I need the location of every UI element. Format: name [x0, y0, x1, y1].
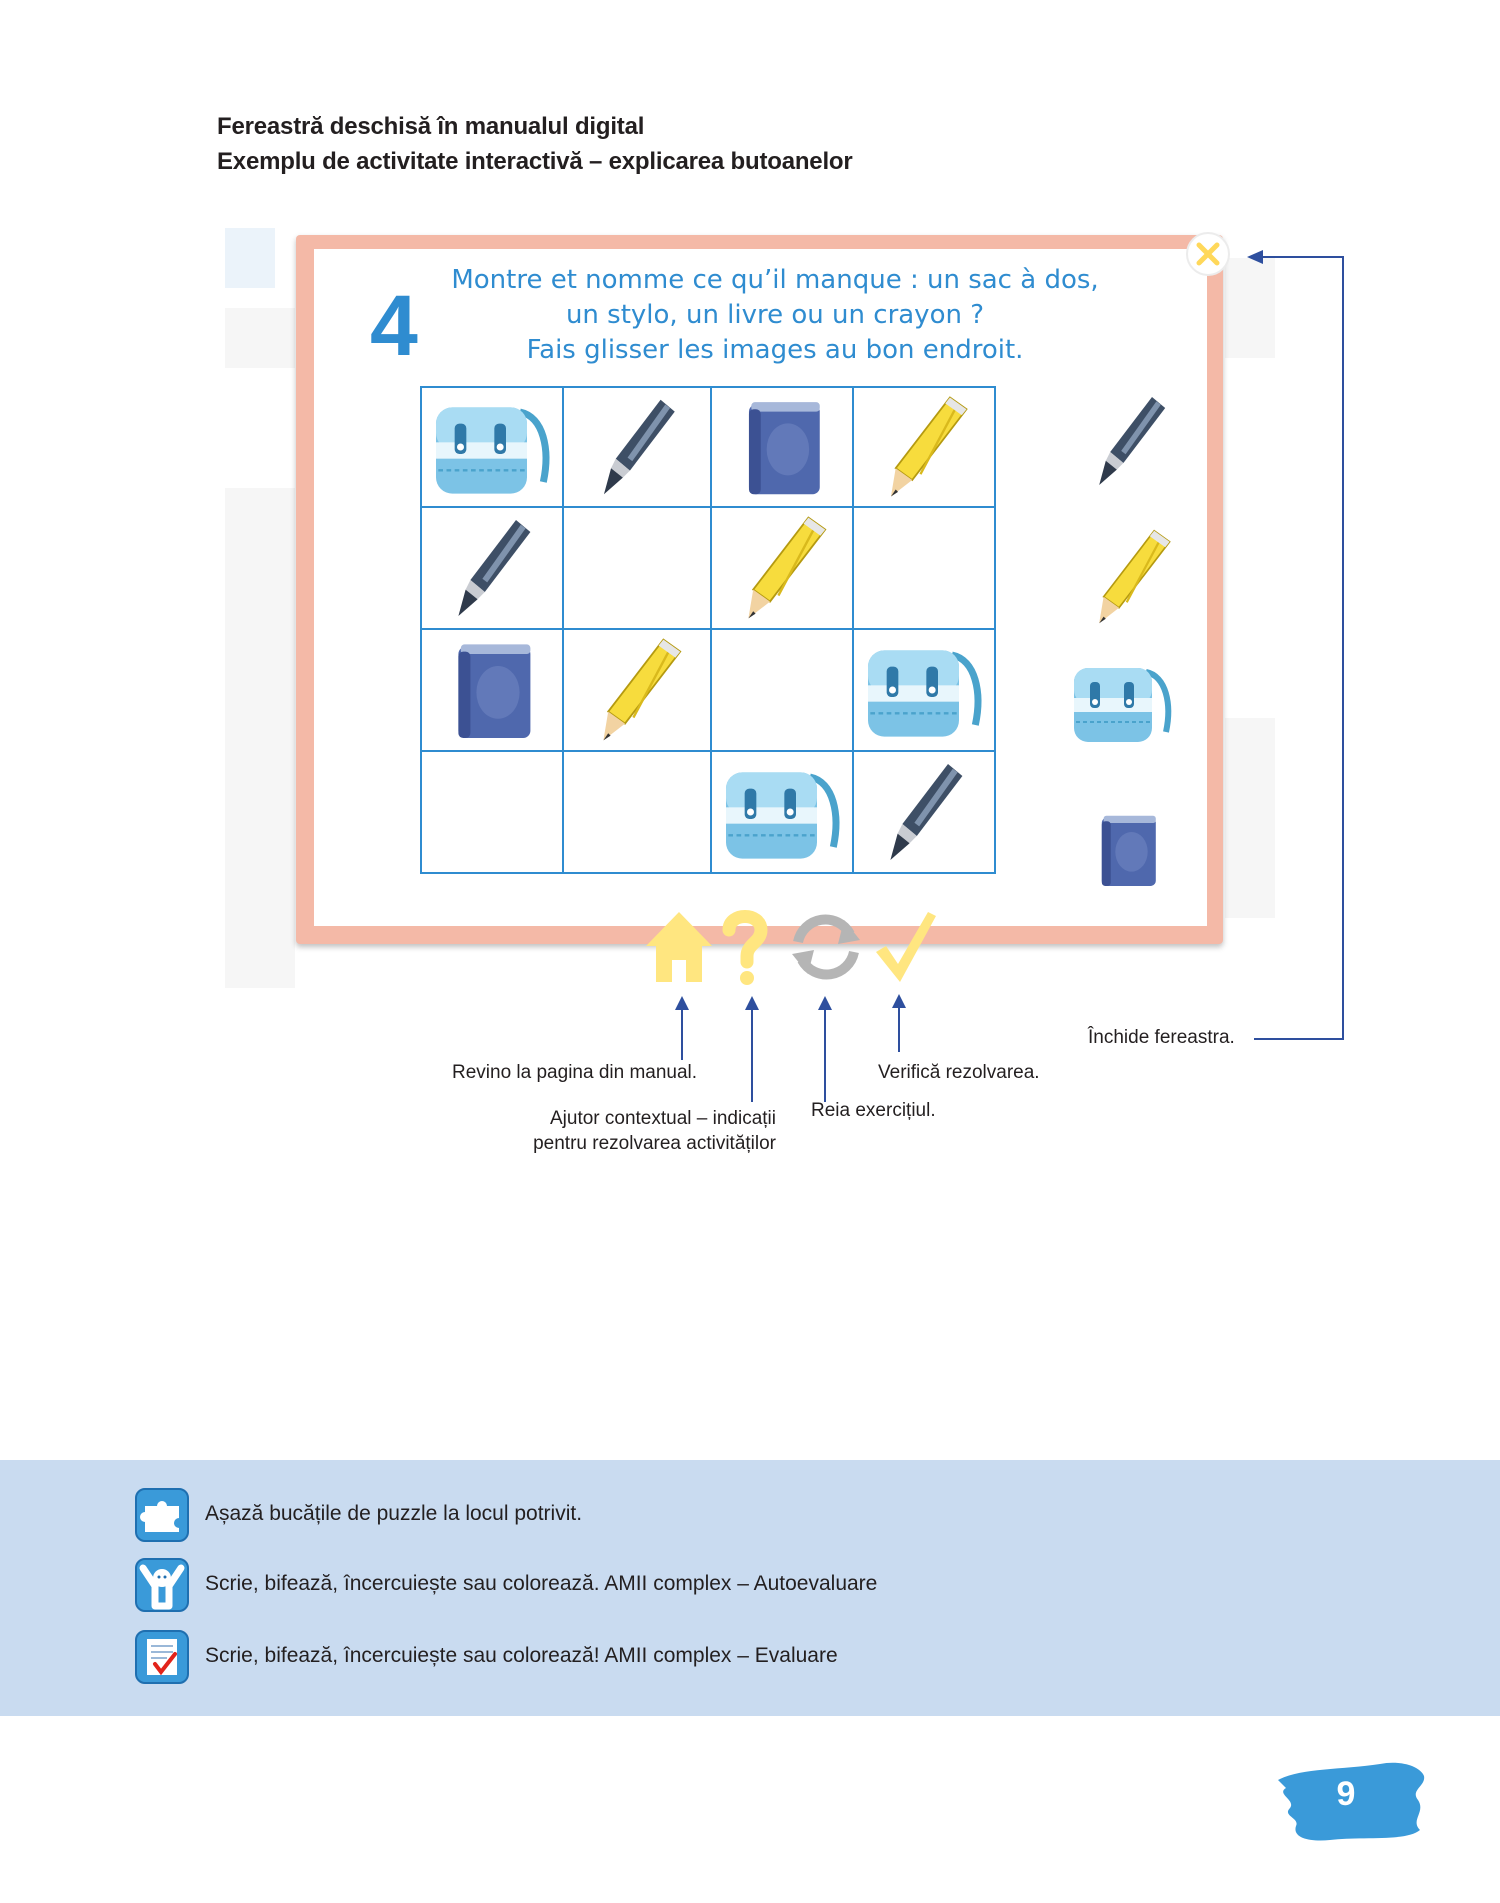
- reset-button[interactable]: [786, 906, 866, 986]
- background-page: [225, 228, 1275, 988]
- instruction-line: Fais glisser les images au bon endroit.: [526, 335, 1024, 365]
- backpack-icon: [726, 772, 840, 859]
- pencil-icon: [603, 638, 682, 741]
- grid-cell[interactable]: [852, 628, 996, 752]
- pencil-icon: [1099, 529, 1171, 624]
- grid-cell[interactable]: [710, 386, 854, 508]
- draggable-item[interactable]: [1082, 795, 1172, 905]
- check-pointer: [898, 1008, 900, 1052]
- caption-home: Revino la pagina din manual.: [452, 1062, 698, 1083]
- help-arrowhead: [745, 996, 759, 1010]
- grid-cell[interactable]: [420, 750, 564, 874]
- backpack-icon: [868, 650, 982, 737]
- help-button[interactable]: [715, 906, 775, 986]
- grid-cell[interactable]: [852, 386, 996, 508]
- reset-icon: [792, 914, 860, 980]
- page-number: 9: [1336, 1775, 1356, 1813]
- grid-cell[interactable]: [562, 506, 712, 630]
- grid-cell[interactable]: [710, 506, 854, 630]
- reset-pointer: [824, 1010, 826, 1102]
- close-icon: [1196, 242, 1220, 266]
- close-pointer-top: [1262, 256, 1344, 258]
- grid-cell[interactable]: [852, 750, 996, 874]
- pen-icon: [603, 399, 675, 495]
- caption-close: Închide fereastra.: [1088, 1027, 1235, 1048]
- grid-cell[interactable]: [852, 506, 996, 630]
- check-icon: [876, 912, 936, 982]
- page-heading-line2: Exemplu de activitate interactivă – expl…: [217, 148, 853, 175]
- grid-cell[interactable]: [420, 506, 564, 630]
- caption-check: Verifică rezolvarea.: [878, 1062, 1040, 1083]
- close-button[interactable]: [1186, 232, 1230, 276]
- home-icon: [646, 912, 712, 982]
- caption-reset: Reia exercițiul.: [811, 1100, 936, 1121]
- close-pointer-vertical: [1342, 256, 1344, 1040]
- pen-icon: [1099, 397, 1166, 485]
- close-arrowhead: [1247, 250, 1263, 264]
- grid-cell[interactable]: [710, 628, 854, 752]
- pencil-icon: [748, 516, 827, 619]
- page-number-brush: [1278, 1762, 1425, 1841]
- book-icon: [748, 402, 820, 495]
- legend-text: Scrie, bifează, încercuiește sau colorea…: [205, 1644, 838, 1667]
- caption-help-line: pentru rezolvarea activităților: [533, 1133, 776, 1154]
- book-icon: [458, 644, 531, 738]
- caption-help-line: Ajutor contextual – indicații: [549, 1108, 776, 1129]
- legend-panel: Așază bucățile de puzzle la locul potriv…: [0, 1460, 1500, 1716]
- close-pointer-bottom: [1254, 1038, 1344, 1040]
- pencil-icon: [890, 396, 968, 497]
- grid-cell[interactable]: [710, 750, 854, 874]
- help-icon: [722, 910, 768, 985]
- book-icon: [1101, 815, 1156, 886]
- grid-cell[interactable]: [562, 386, 712, 508]
- check-arrowhead: [892, 994, 906, 1008]
- backpack-icon: [1074, 668, 1172, 742]
- reset-arrowhead: [818, 996, 832, 1010]
- exercise-instructions: Montre et nomme ce qu’il manque : un sac…: [420, 263, 1130, 368]
- home-pointer: [681, 1010, 683, 1060]
- evaluation-icon: [135, 1630, 189, 1684]
- grid-cell[interactable]: [562, 750, 712, 874]
- home-arrowhead: [675, 996, 689, 1010]
- puzzle-icon: [135, 1488, 189, 1542]
- grid-cell[interactable]: [562, 628, 712, 752]
- grid-cell[interactable]: [420, 386, 564, 508]
- instruction-line: un stylo, un livre ou un crayon ?: [565, 300, 985, 330]
- grid-cell[interactable]: [420, 628, 564, 752]
- legend-text: Așază bucățile de puzzle la locul potriv…: [205, 1502, 583, 1525]
- draggable-item[interactable]: [1075, 386, 1185, 496]
- exercise-number: 4: [370, 278, 418, 374]
- draggable-item[interactable]: [1062, 652, 1182, 752]
- caption-help: Ajutor contextual – indicații pentru rez…: [500, 1106, 776, 1156]
- draggable-item[interactable]: [1075, 522, 1185, 632]
- backpack-icon: [436, 407, 550, 494]
- help-pointer: [751, 1010, 753, 1102]
- pen-icon: [890, 764, 963, 860]
- home-button[interactable]: [644, 906, 714, 986]
- legend-text: Scrie, bifează, încercuiește sau colorea…: [205, 1572, 878, 1595]
- pen-icon: [458, 520, 531, 616]
- sudoku-grid: [420, 386, 996, 874]
- check-button[interactable]: [872, 906, 938, 986]
- page-heading-line1: Fereastră deschisă în manualul digital: [217, 113, 645, 140]
- self-assessment-icon: [135, 1558, 189, 1612]
- instruction-line: Montre et nomme ce qu’il manque : un sac…: [451, 265, 1099, 295]
